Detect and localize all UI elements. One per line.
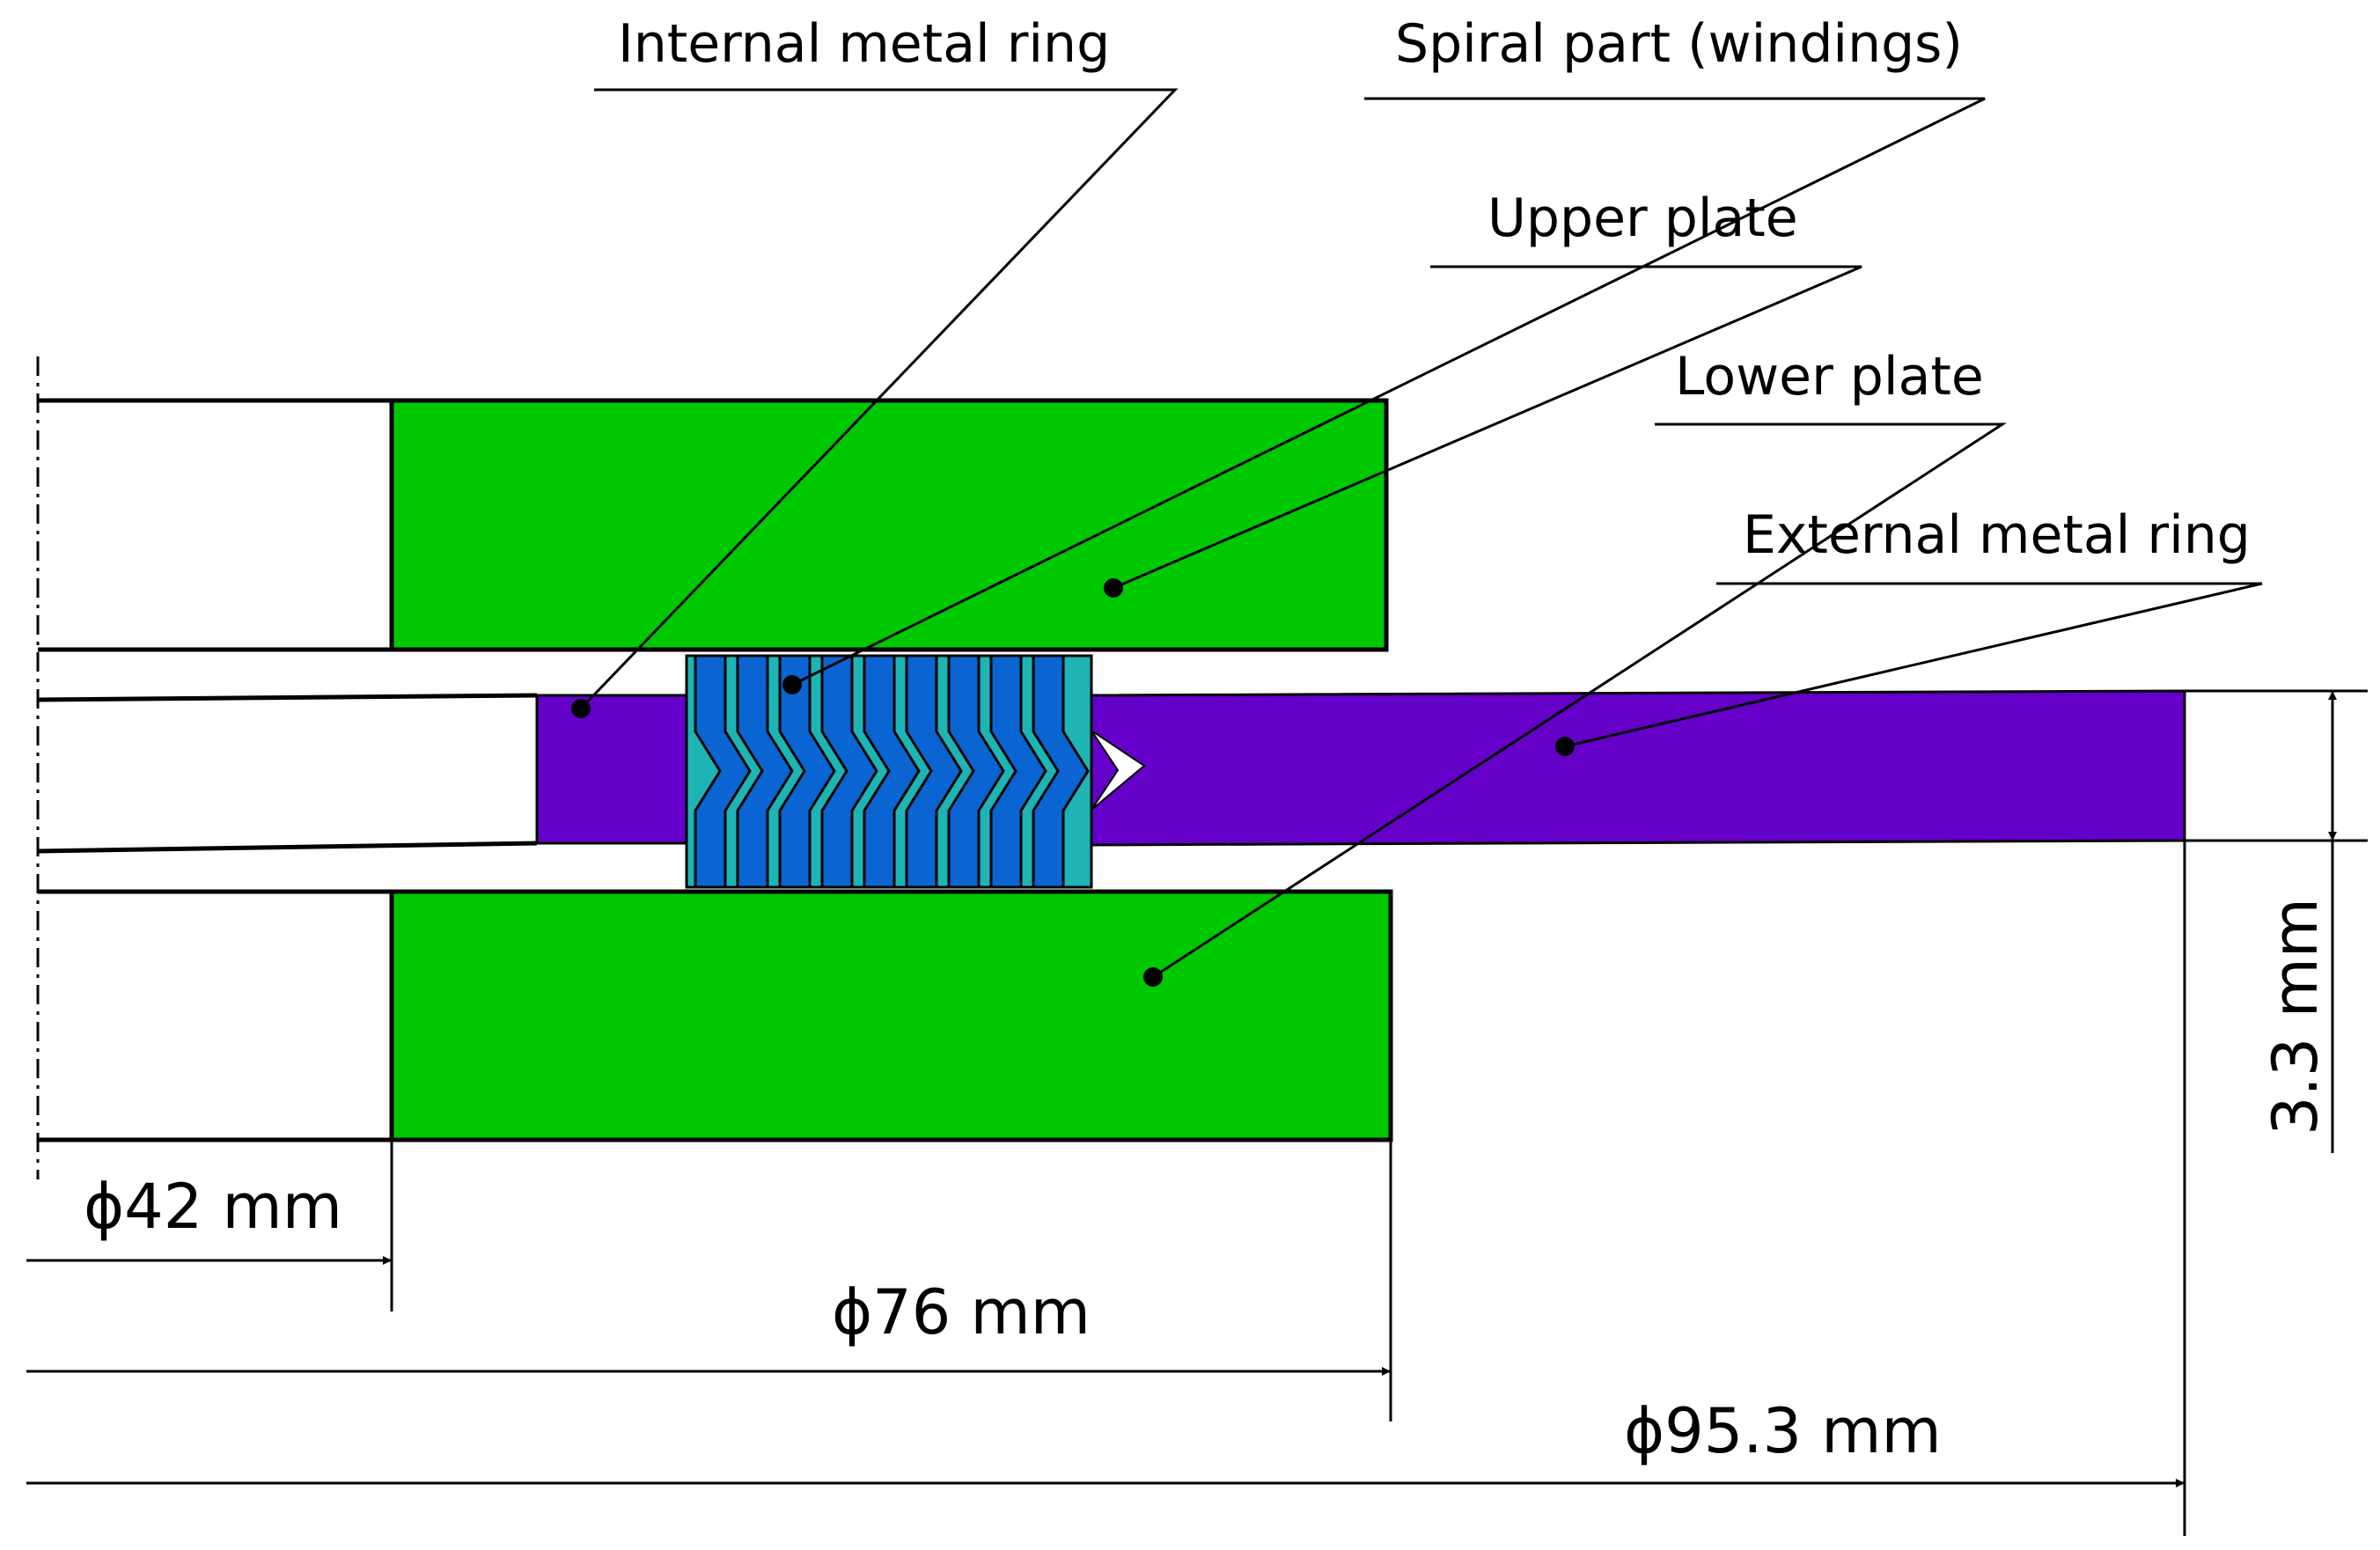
dot-lower-plate [1143, 967, 1163, 987]
label-lower-plate: Lower plate [1675, 346, 1984, 408]
leader-dots [571, 578, 1575, 987]
upper-plate [38, 398, 1389, 652]
dot-upper-plate [1104, 578, 1123, 598]
winding-layer [736, 654, 794, 889]
leader-internal-ring [579, 88, 1179, 710]
dot-internal-ring [571, 699, 591, 718]
internal-ring-bottom-edge [37, 841, 538, 854]
label-external-ring: External metal ring [1743, 504, 2251, 566]
dot-external-ring [1555, 737, 1575, 756]
dim-label-d42: ϕ42 mm [84, 1171, 342, 1243]
leader-lower-plate [1152, 422, 2008, 979]
upper-plate-body [389, 398, 1389, 652]
winding-layer [905, 654, 963, 889]
winding-layer [820, 654, 878, 889]
winding-layer [863, 654, 921, 889]
leader-lines [579, 88, 2263, 979]
external-metal-ring [1076, 689, 2186, 847]
leader-spiral [791, 97, 1986, 687]
leader-upper-plate [1113, 265, 1862, 590]
leader-external-ring [1564, 582, 2263, 748]
dim-label-d95: ϕ95.3 mm [1624, 1395, 1942, 1467]
dim-label-thickness: 3.3 mm [2259, 898, 2332, 1135]
dim-label-d76: ϕ76 mm [832, 1276, 1091, 1348]
lower-plate [38, 889, 1393, 1142]
internal-metal-ring [535, 694, 693, 845]
label-spiral: Spiral part (windings) [1395, 13, 1963, 75]
internal-ring-top-edge [37, 693, 538, 702]
spiral-windings [685, 654, 1093, 889]
winding-layers [694, 654, 1090, 889]
label-upper-plate: Upper plate [1488, 187, 1798, 249]
winding-layer [694, 654, 752, 889]
dot-spiral [782, 675, 802, 694]
winding-layer [778, 654, 836, 889]
winding-layer [1032, 654, 1090, 889]
lower-plate-body [389, 889, 1393, 1142]
winding-layer [989, 654, 1047, 889]
label-internal-ring: Internal metal ring [618, 13, 1110, 75]
dimension-lines [26, 689, 2368, 1536]
winding-layer [947, 654, 1005, 889]
